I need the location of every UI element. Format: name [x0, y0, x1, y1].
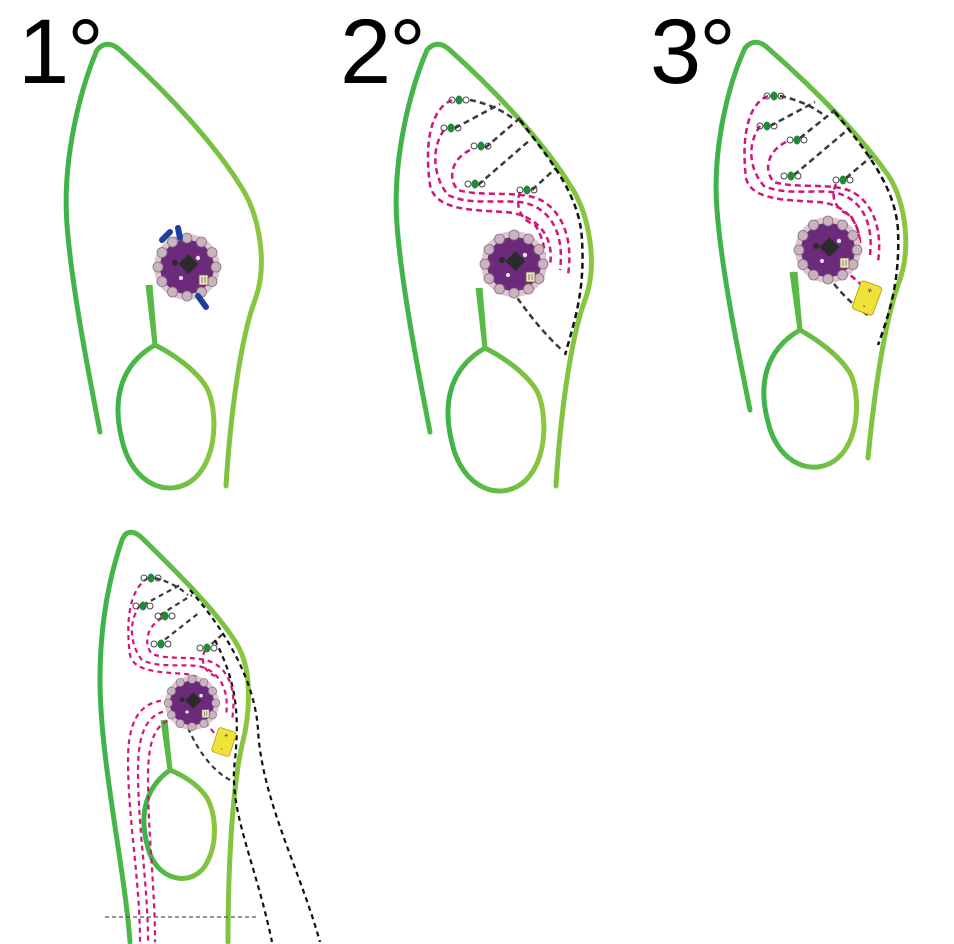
- garment-outline: [97, 529, 251, 944]
- step-2-label: 2°: [340, 1, 426, 103]
- clip-top: [159, 225, 183, 243]
- lilypad-board-icon: [793, 215, 863, 285]
- step-1-label: 1°: [18, 1, 104, 103]
- lilypad-board-icon: [152, 232, 222, 302]
- garment-outline: [393, 41, 594, 489]
- battery-holder-icon: [210, 726, 238, 758]
- step-1-diagram: [63, 41, 264, 491]
- sleeve-loop: [445, 287, 547, 494]
- garment-outline: [63, 41, 264, 489]
- led-icon: [150, 639, 172, 649]
- lilypad-board-icon: [479, 229, 549, 299]
- led-icon: [154, 611, 176, 621]
- sleeve-loop: [761, 271, 860, 470]
- step-3-diagram: [713, 39, 909, 470]
- clip-bottom: [195, 293, 209, 310]
- sleeve-loop: [115, 284, 217, 491]
- step-3-label: 3°: [650, 1, 736, 103]
- garment-outline: [713, 39, 909, 461]
- led-icon: [516, 185, 538, 195]
- step-4-diagram: [97, 529, 322, 944]
- led-icon: [132, 601, 154, 611]
- led-icon: [832, 175, 854, 185]
- led-icon: [464, 179, 486, 189]
- sleeve-loop: [141, 719, 217, 881]
- led-icon: [786, 135, 808, 145]
- battery-holder-icon: [851, 279, 883, 317]
- led-icon: [196, 643, 218, 653]
- led-icon: [780, 171, 802, 181]
- lilypad-board-icon: [163, 674, 221, 732]
- led-icon: [440, 123, 462, 133]
- step-2-diagram: [393, 41, 594, 494]
